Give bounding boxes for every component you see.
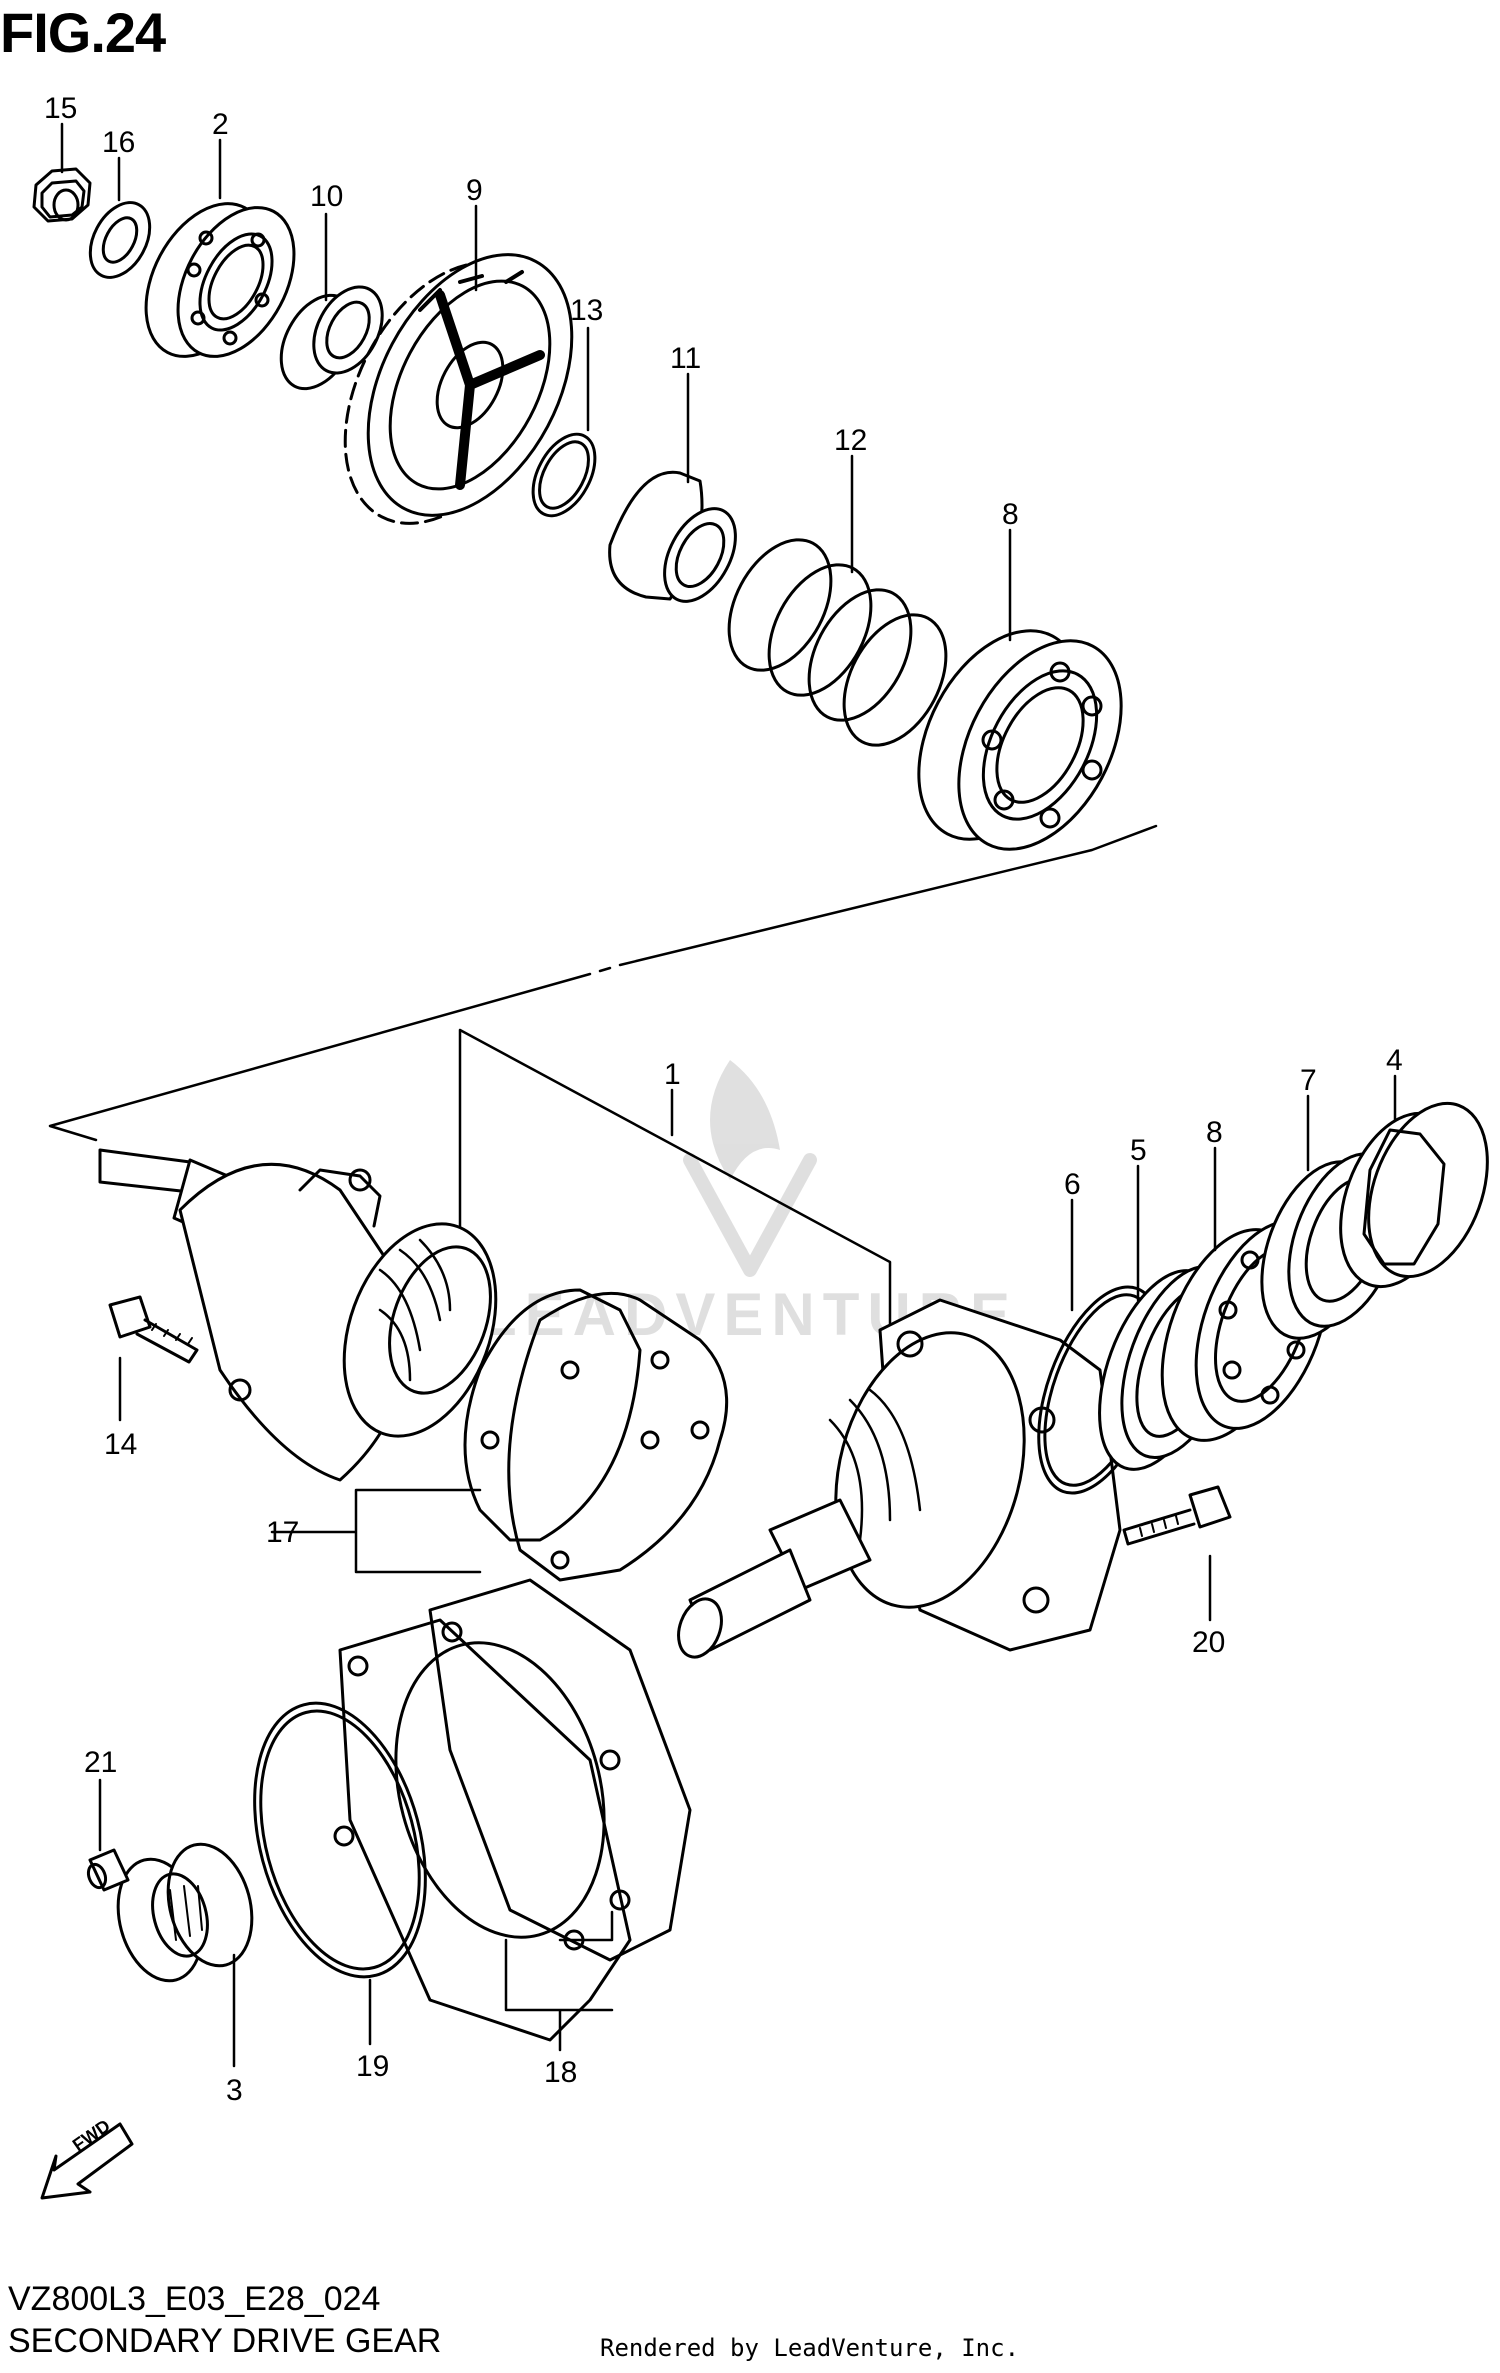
part-17-bracket (270, 1488, 482, 1574)
part-8-bearing-upper[interactable] (886, 603, 1155, 877)
part-19-o-ring[interactable] (226, 1684, 453, 1996)
callout-8-lower: 8 (1206, 1116, 1223, 1149)
part-13-circlip[interactable] (520, 424, 607, 526)
part-10-collar[interactable] (266, 275, 396, 401)
part-15-nut[interactable] (32, 167, 92, 223)
diagram-name: SECONDARY DRIVE GEAR (8, 2322, 442, 2360)
callout-13: 13 (570, 294, 603, 327)
callout-3: 3 (226, 2074, 243, 2107)
part-20-bolt[interactable] (1122, 1485, 1232, 1546)
callout-14: 14 (104, 1428, 137, 1461)
leader-lines (60, 122, 1397, 2068)
part-21-dowel-pin[interactable] (85, 1848, 130, 1892)
part-4-lock-nut[interactable] (1318, 1087, 1500, 1303)
part-2-bearing[interactable] (122, 183, 318, 377)
callout-16: 16 (102, 126, 135, 159)
callout-17: 17 (266, 1516, 299, 1549)
part-16-washer[interactable] (78, 192, 161, 287)
part-11-cam-dog[interactable] (608, 470, 750, 613)
part-9-driven-gear[interactable] (304, 220, 614, 558)
part-18-gasket[interactable] (333, 1578, 692, 2042)
callout-11: 11 (670, 342, 701, 375)
callout-20: 20 (1192, 1626, 1225, 1659)
fwd-direction-marker: FWD (40, 2115, 134, 2200)
callout-12: 12 (834, 424, 867, 457)
part-3-needle-bearing[interactable] (105, 1835, 264, 1990)
callout-21: 21 (84, 1746, 117, 1779)
callout-9: 9 (466, 174, 483, 207)
assembly-axis-line (48, 824, 1158, 1142)
callout-labels: 15 16 2 10 9 13 11 12 8 1 4 7 8 5 6 14 1… (44, 92, 1403, 2107)
callout-8-upper: 8 (1002, 498, 1019, 531)
callout-6: 6 (1064, 1168, 1081, 1201)
part-17-gasket[interactable] (463, 1288, 729, 1582)
callout-2: 2 (212, 108, 229, 141)
render-credit: Rendered by LeadVenture, Inc. (600, 2334, 1020, 2362)
part-18-bracket (504, 1910, 614, 2052)
part-1-bevel-gear-shaft[interactable] (98, 1148, 523, 1482)
callout-10: 10 (310, 180, 343, 213)
callout-7: 7 (1300, 1064, 1317, 1097)
callout-15: 15 (44, 92, 77, 125)
callout-5: 5 (1130, 1134, 1147, 1167)
callout-1: 1 (664, 1058, 681, 1091)
figure-title: FIG.24 (0, 1, 166, 64)
callout-18: 18 (544, 2056, 577, 2089)
callout-19: 19 (356, 2050, 389, 2083)
part-14-bolt[interactable] (108, 1295, 199, 1364)
part-12-spring[interactable] (708, 523, 966, 763)
diagram-code: VZ800L3_E03_E28_024 (8, 2280, 381, 2318)
callout-4: 4 (1386, 1044, 1403, 1077)
part-1-housing[interactable] (671, 1298, 1122, 1663)
